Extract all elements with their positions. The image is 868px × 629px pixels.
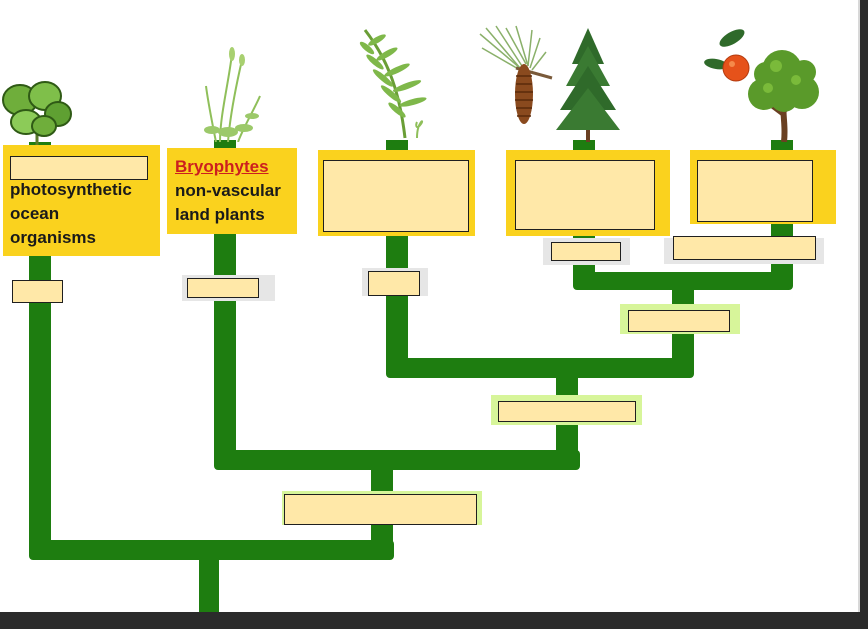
land-plants-trait-answer-box[interactable] [284,494,477,525]
pine-tree-icon [479,25,620,142]
angiosperms-top-stub [771,140,793,152]
phylogenetic-tree-canvas: photosynthetic ocean organisms Bryophyte… [0,0,860,612]
vascular-trait-answer-box[interactable] [498,401,636,422]
seed-plants-crossbar [573,272,793,290]
algae-name-answer-box[interactable] [10,156,148,180]
ferns-top-stub [386,140,408,152]
algae-description-line-2: ocean [10,204,60,223]
fruit-tree-icon [704,29,819,142]
algae-description-line-1: photosynthetic [10,180,132,199]
angiosperms-trait-answer-box[interactable] [673,236,816,260]
gymnosperms-top-stub [573,140,595,152]
angiosperms-name-answer-box[interactable] [697,160,813,222]
bryophytes-trait-answer-box[interactable] [187,278,259,298]
bryophytes-label: Bryophytes non-vascular land plants [175,155,281,227]
seed-plants-trait-answer-box[interactable] [628,310,730,332]
ferns-trait-answer-box[interactable] [368,271,420,296]
ferns-name-answer-box[interactable] [323,160,469,232]
vascular-crossbar [386,358,694,378]
root-trunk [199,550,219,612]
bryophytes-description-line-1: non-vascular [175,181,281,200]
gymnosperms-name-answer-box[interactable] [515,160,655,230]
algae-trait-answer-box[interactable] [12,280,63,303]
algae-description: photosynthetic ocean organisms [10,178,132,250]
bryophytes-description-line-2: land plants [175,205,265,224]
moss-icon [204,47,261,142]
base-crossbar [29,540,394,560]
bryophytes-branch [214,225,236,465]
gymnosperms-trait-answer-box[interactable] [551,242,621,261]
ferns-branch [386,225,408,373]
seaweed-icon [2,81,72,146]
algae-description-line-3: organisms [10,228,96,247]
bryophytes-heading: Bryophytes [175,157,269,176]
algae-branch [29,255,51,555]
fern-icon [359,29,427,139]
bryophytes-label-box [167,148,297,234]
land-plants-crossbar [214,450,580,470]
